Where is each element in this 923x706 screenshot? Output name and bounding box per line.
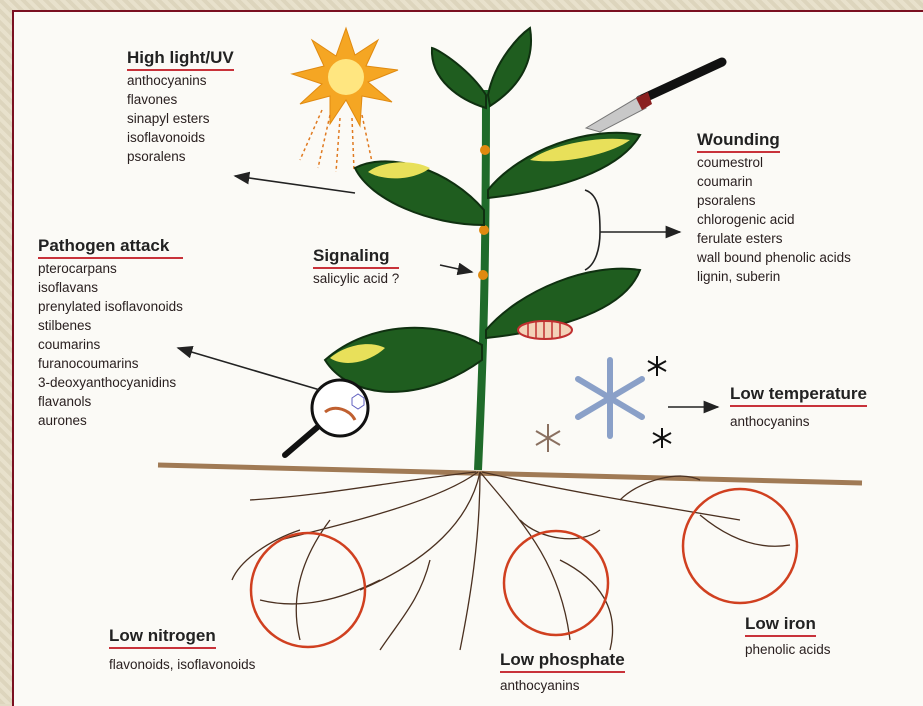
list-item: furanocoumarins xyxy=(38,354,183,373)
sun-icon xyxy=(292,28,398,172)
list-item: sinapyl esters xyxy=(127,109,234,128)
low-phosphate-group: Low phosphate anthocyanins xyxy=(500,650,625,695)
nitrogen-circle xyxy=(251,533,365,647)
soil-line xyxy=(158,465,862,483)
wounding-title: Wounding xyxy=(697,130,780,153)
low-nitrogen-group: Low nitrogen flavonoids, isoflavonoids xyxy=(109,626,255,674)
list-item: stilbenes xyxy=(38,316,183,335)
list-item: pterocarpans xyxy=(38,259,183,278)
pathogen-title: Pathogen attack xyxy=(38,236,183,259)
list-item: prenylated isoflavonoids xyxy=(38,297,183,316)
list-item: coumarin xyxy=(697,172,851,191)
knife-icon xyxy=(586,62,722,132)
low-iron-group: Low iron phenolic acids xyxy=(745,614,831,659)
list-item: anthocyanins xyxy=(500,676,625,695)
list-item: psoralens xyxy=(127,147,234,166)
list-item: coumestrol xyxy=(697,153,851,172)
list-item: isoflavans xyxy=(38,278,183,297)
high-light-title: High light/UV xyxy=(127,48,234,71)
low-temp-group: Low temperature anthocyanins xyxy=(730,384,867,431)
signaling-group: Signaling salicylic acid ? xyxy=(313,246,399,288)
list-item: aurones xyxy=(38,411,183,430)
list-item: flavones xyxy=(127,90,234,109)
wounding-group: Wounding coumestrol coumarin psoralens c… xyxy=(697,130,851,286)
list-item: wall bound phenolic acids xyxy=(697,248,851,267)
low-iron-title: Low iron xyxy=(745,614,816,637)
caterpillar-icon xyxy=(518,321,572,339)
pathogen-group: Pathogen attack pterocarpans isoflavans … xyxy=(38,236,183,430)
list-item: flavanols xyxy=(38,392,183,411)
list-item: salicylic acid ? xyxy=(313,269,399,288)
list-item: coumarins xyxy=(38,335,183,354)
list-item: ferulate esters xyxy=(697,229,851,248)
list-item: anthocyanins xyxy=(127,71,234,90)
list-item: psoralens xyxy=(697,191,851,210)
snowflake-icon xyxy=(578,360,642,436)
list-item: phenolic acids xyxy=(745,640,831,659)
low-phosphate-title: Low phosphate xyxy=(500,650,625,673)
low-temp-title: Low temperature xyxy=(730,384,867,407)
list-item: flavonoids, isoflavonoids xyxy=(109,655,255,674)
magnifier-icon xyxy=(285,380,368,455)
list-item: isoflavonoids xyxy=(127,128,234,147)
signaling-title: Signaling xyxy=(313,246,399,269)
low-nitrogen-title: Low nitrogen xyxy=(109,626,216,649)
list-item: lignin, suberin xyxy=(697,267,851,286)
list-item: chlorogenic acid xyxy=(697,210,851,229)
list-item: 3-deoxyanthocyanidins xyxy=(38,373,183,392)
list-item: anthocyanins xyxy=(730,412,867,431)
high-light-group: High light/UV anthocyanins flavones sina… xyxy=(127,48,234,166)
